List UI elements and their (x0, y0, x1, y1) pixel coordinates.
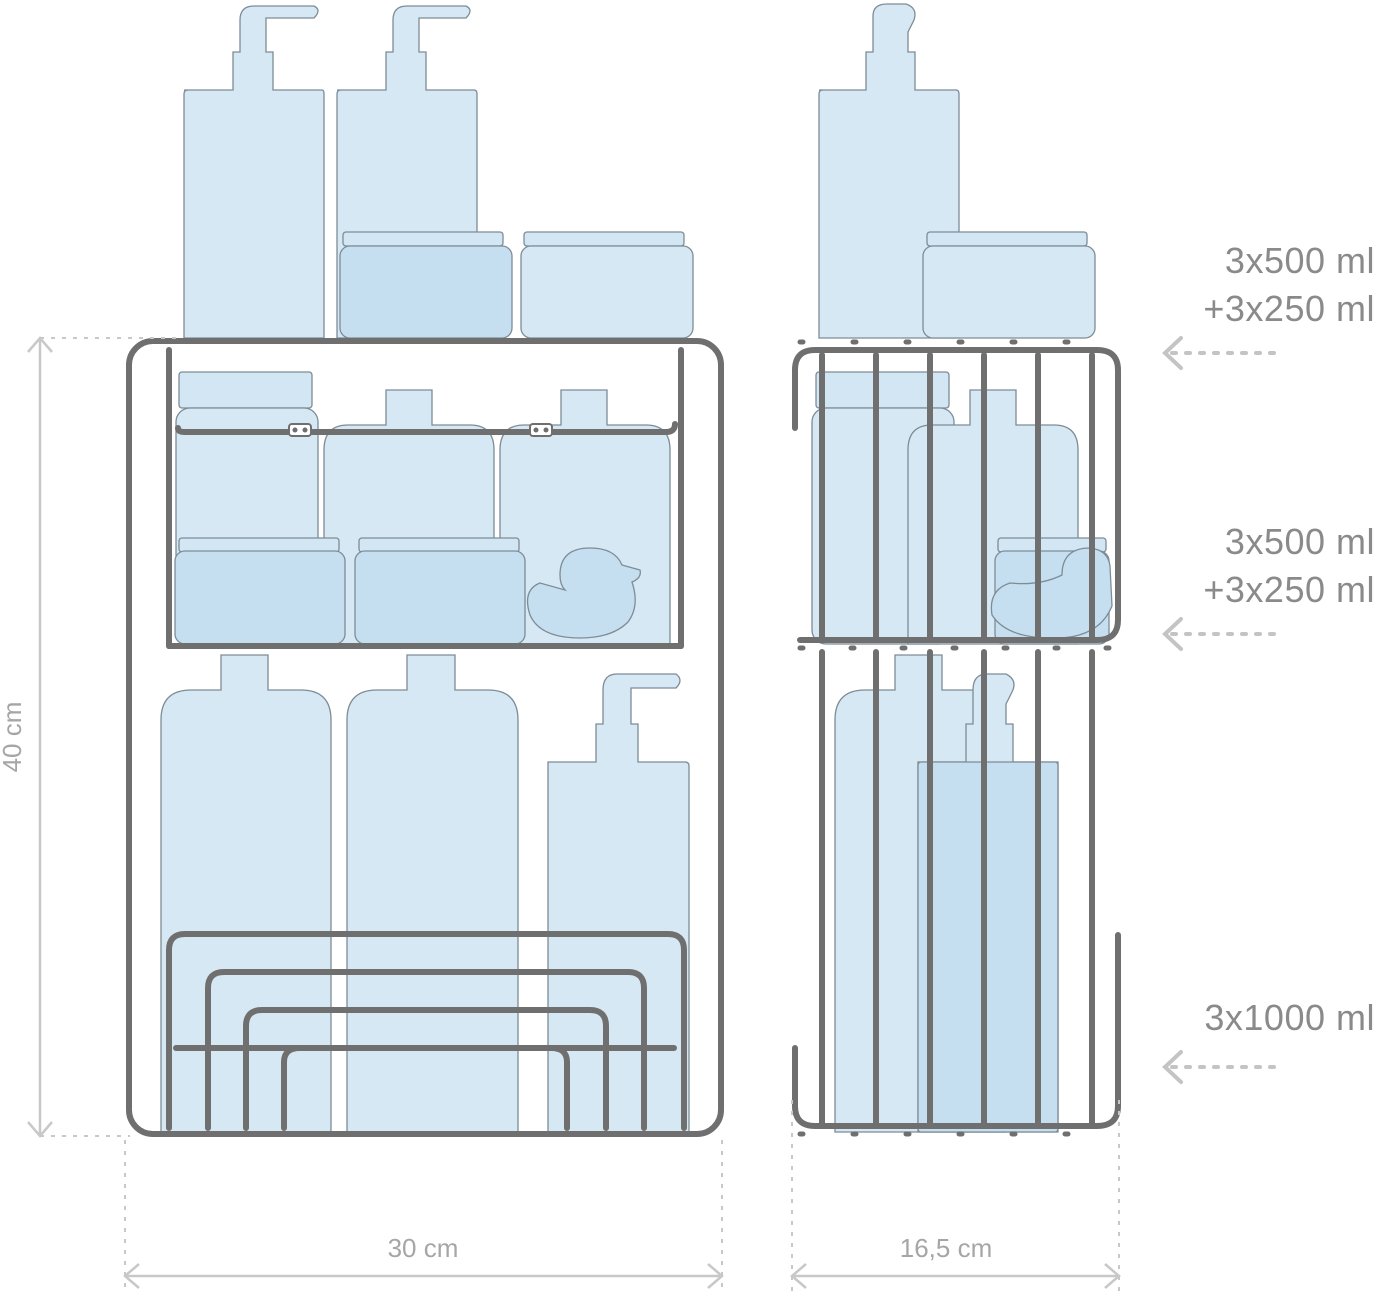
caddy-wire-frame-side (792, 339, 1121, 1137)
jar-lid-icon (358, 537, 520, 553)
depth-label: 16,5 cm (900, 1233, 993, 1263)
bottom-products-front (160, 654, 690, 1133)
middle-shelf-products-side (811, 371, 1113, 645)
jar-icon (922, 245, 1096, 339)
bottom-products-side (834, 654, 1059, 1133)
jar-lid-icon (178, 537, 340, 553)
side-view: 16,5 cm (790, 3, 1121, 1292)
width-dimension: 30 cm (123, 1140, 724, 1292)
arrow-left-icon (1162, 1050, 1183, 1084)
pump-bottle-icon (183, 5, 325, 339)
jar-lid-icon (926, 231, 1088, 247)
jar-lid-icon (523, 231, 685, 247)
arrow-left-icon (1162, 617, 1183, 651)
jar-icon (354, 550, 526, 645)
capacity-line: 3x1000 ml (1204, 997, 1375, 1038)
arrow-left-icon (1162, 336, 1183, 370)
bottle-icon (346, 654, 519, 1133)
capacity-line: +3x250 ml (1203, 569, 1375, 610)
bottle-icon (917, 761, 1059, 1133)
capacity-line: 3x500 ml (1225, 521, 1375, 562)
rubber-duck-icon (526, 547, 641, 639)
jar-icon (339, 245, 513, 339)
top-products-side (818, 3, 1096, 339)
height-label: 40 cm (0, 702, 27, 773)
front-view: 40 cm 30 cm (0, 5, 724, 1292)
jar-lid-icon (342, 231, 504, 247)
jar-icon (174, 550, 346, 645)
top-products-front (183, 5, 694, 339)
height-dimension: 40 cm (0, 336, 180, 1138)
capacity-callout-bottom: 3x1000 ml (1162, 997, 1375, 1084)
capacity-line: +3x250 ml (1203, 288, 1375, 329)
middle-shelf-products-front (174, 371, 671, 645)
pump-bottle-icon (547, 673, 690, 1133)
caddy-wire-frame-front (126, 338, 724, 1137)
capacity-callout-top: 3x500 ml +3x250 ml (1162, 240, 1375, 370)
capacity-callout-middle: 3x500 ml +3x250 ml (1162, 521, 1375, 651)
capacity-line: 3x500 ml (1225, 240, 1375, 281)
depth-dimension: 16,5 cm (790, 1100, 1121, 1292)
jar-icon (520, 245, 694, 339)
jar-lid-icon (178, 371, 313, 409)
width-label: 30 cm (388, 1233, 459, 1263)
